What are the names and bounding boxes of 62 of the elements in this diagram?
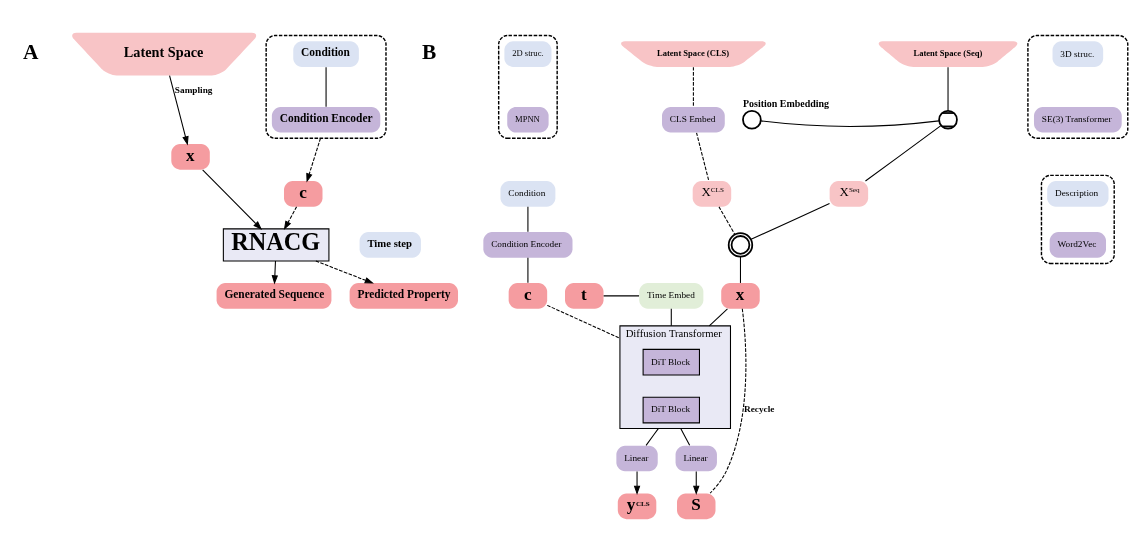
connector <box>670 308 672 327</box>
node-box: RNACG <box>222 228 330 262</box>
arrow <box>202 169 263 230</box>
node-box: Word2Vec <box>1049 232 1106 258</box>
arrow <box>633 470 641 495</box>
node-box: y$^{CLS}$ <box>617 493 657 520</box>
node-box: X$^{Seq}$ <box>829 181 869 207</box>
node-box: Generated Sequence <box>216 283 332 309</box>
connector <box>708 308 728 327</box>
connector <box>750 202 831 240</box>
cluster <box>1027 34 1129 139</box>
node-box: Predicted Property <box>349 283 458 309</box>
node-box: X$^{CLS}$ <box>692 181 732 207</box>
label: B <box>422 39 437 64</box>
connector <box>692 66 694 108</box>
cluster <box>1040 174 1115 265</box>
connector <box>645 428 659 446</box>
node-circle <box>742 109 762 130</box>
edge-label: Recycle <box>744 403 775 414</box>
node-box: MPNN <box>507 106 549 133</box>
node-box: Time Embed <box>639 283 704 309</box>
node-box: Condition Encoder <box>271 106 381 133</box>
node-box: DiT Block <box>642 348 700 376</box>
arrow <box>169 75 189 146</box>
node-box: 2D struc. <box>504 41 552 67</box>
node-box: S <box>677 493 716 520</box>
cluster <box>265 34 387 139</box>
connector <box>864 125 942 182</box>
connector <box>680 428 691 446</box>
connector <box>947 66 949 112</box>
node-box: c <box>284 181 323 207</box>
node-box: Linear <box>616 445 658 472</box>
label: A <box>22 39 39 64</box>
connector <box>760 120 940 127</box>
arrow <box>306 137 321 183</box>
node-box: Condition <box>293 41 359 67</box>
node-box: 3D struc. <box>1052 41 1104 67</box>
connector <box>718 206 736 235</box>
connector <box>739 256 741 284</box>
node-box: SE(3) Transformer <box>1034 106 1122 133</box>
arrow <box>271 260 279 285</box>
cluster <box>497 34 558 139</box>
node-box: Condition <box>500 181 556 207</box>
node-box: t <box>565 283 604 309</box>
node-box: x <box>721 283 760 309</box>
node-box: Linear <box>675 445 717 472</box>
node-label: Position Embedding <box>742 98 830 110</box>
node-box: Condition Encoder <box>483 232 573 258</box>
arrow <box>315 260 374 284</box>
arrow <box>283 206 298 231</box>
node-box: Description <box>1047 181 1109 207</box>
connector <box>696 132 710 182</box>
node-box: x <box>171 143 210 170</box>
connector <box>603 295 640 297</box>
edge-label: Sampling <box>174 84 213 95</box>
node-box: CLS Embed <box>662 106 725 133</box>
node-box: DiT Block <box>642 396 700 424</box>
connector <box>709 308 747 494</box>
arrow <box>693 470 700 495</box>
node-box: c <box>508 283 548 309</box>
node-box: Time step <box>359 232 421 258</box>
connector <box>546 304 621 339</box>
